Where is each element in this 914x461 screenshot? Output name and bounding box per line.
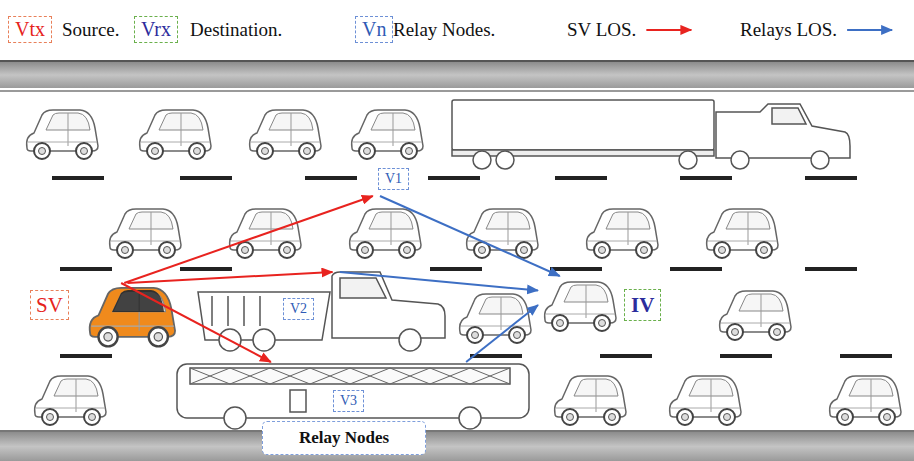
legend-destination-box: Vrx [134,16,178,43]
destination-vehicle: IV [538,276,666,334]
legend-text: SV LOS. [567,19,636,41]
sv-los-arrow [124,196,373,283]
node-label: IV [624,289,661,321]
legend-arrow [646,29,691,31]
legend-source-box: Vtx [8,16,52,43]
relay-los-arrow [466,305,538,362]
node-label: V1 [378,168,409,190]
relay-nodes-box: Relay Nodes [262,421,427,455]
relay-los-arrow [380,196,560,276]
relay-los-arrow [340,272,538,291]
node-label: Relay Nodes [262,421,426,455]
sv-los-arrow [121,283,271,362]
legend-text: Destination. [190,19,282,41]
node-label: V3 [333,390,364,412]
relay-vehicle: V1 [340,105,420,196]
relay-vehicle: V2 [195,272,445,345]
legend-text: Source. [62,19,120,41]
sv-los-arrow [127,272,332,283]
relay-vehicle: V3 [175,362,530,420]
legend-relay-box: Vn [355,16,394,43]
node-label: Vtx [8,16,52,43]
node-label: Vn [355,16,393,43]
legend-text: Relay Nodes. [393,19,495,41]
source-vehicle: SV [26,283,182,351]
legend-text: Relays LOS. [740,19,837,41]
node-label: Vrx [134,16,178,43]
node-label: V2 [283,298,314,320]
node-label: SV [30,290,69,320]
legend-arrow [847,29,892,31]
